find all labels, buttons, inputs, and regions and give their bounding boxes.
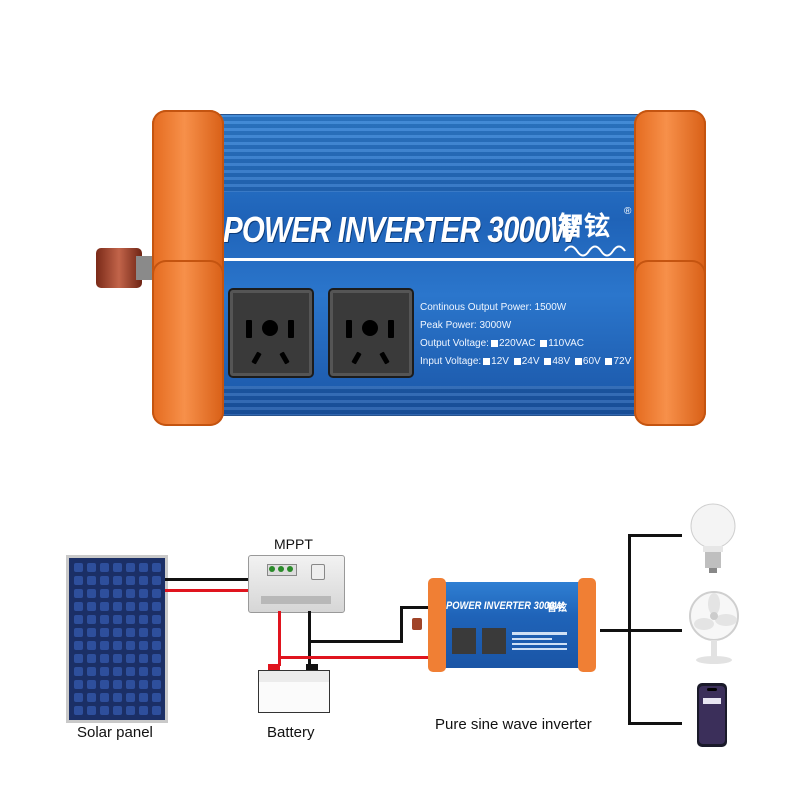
inverter-product: POWER INVERTER 3000W 智铉 ® Continous Outp… bbox=[96, 100, 710, 430]
end-cap-top-right bbox=[634, 110, 706, 286]
spec-input-voltage: Input Voltage:12V 24V 48V 60V 72V bbox=[420, 356, 632, 367]
spec-peak-power: Peak Power: 3000W bbox=[420, 320, 512, 331]
inverter-title: POWER INVERTER 3000W bbox=[223, 209, 578, 250]
end-cap-top-left bbox=[152, 110, 224, 286]
ac-outlet-left bbox=[230, 290, 312, 376]
small-inverter-image: POWER INVERTER 3000W 智铉 bbox=[424, 578, 600, 672]
mppt-controller bbox=[248, 555, 345, 613]
brand-logo: 智铉 bbox=[558, 211, 611, 241]
end-cap-bottom-left bbox=[152, 260, 224, 426]
light-bulb-icon bbox=[690, 503, 736, 573]
registered-mark: ® bbox=[624, 206, 632, 217]
battery-image bbox=[258, 664, 330, 714]
fan-icon bbox=[689, 591, 739, 664]
battery-terminal-post bbox=[96, 248, 152, 288]
battery-label: Battery bbox=[267, 724, 315, 741]
smartphone-icon bbox=[697, 683, 727, 747]
inverter-label: Pure sine wave inverter bbox=[435, 716, 592, 733]
end-cap-bottom-right bbox=[634, 260, 706, 426]
inverter-body: POWER INVERTER 3000W 智铉 ® Continous Outp… bbox=[158, 114, 658, 416]
solar-panel-label: Solar panel bbox=[77, 724, 153, 741]
ac-outlet-right bbox=[330, 290, 412, 376]
sine-wave-icon bbox=[564, 245, 626, 257]
solar-panel-image bbox=[66, 555, 168, 723]
spec-output-voltage: Output Voltage:220VAC 110VAC bbox=[420, 338, 585, 349]
spec-continuous-power: Continous Output Power: 1500W bbox=[420, 302, 567, 313]
mppt-label: MPPT bbox=[274, 536, 313, 552]
